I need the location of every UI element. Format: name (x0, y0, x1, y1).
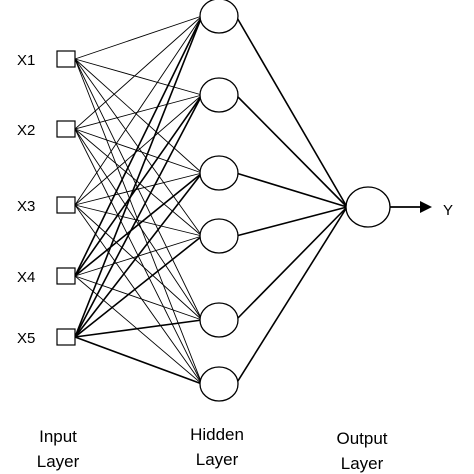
input-layer-label-line2: Layer (37, 452, 80, 471)
edge-input-2-hidden-1 (74, 15, 203, 130)
edge-input-1-hidden-2 (74, 58, 203, 96)
edge-input-5-hidden-1 (74, 15, 203, 338)
output-arrow-head (420, 201, 432, 213)
output-layer-label-line1: Output (336, 429, 387, 448)
hidden-layer-label-line2: Layer (196, 450, 239, 469)
output-layer-nodes (345, 186, 391, 228)
edge-input-4-hidden-2 (74, 94, 203, 277)
hidden-neuron-4 (199, 218, 239, 254)
input-label-x5: X5 (17, 330, 35, 347)
output-label: Y (443, 202, 453, 219)
edge-input-1-hidden-5 (74, 58, 203, 321)
edge-input-2-hidden-6 (74, 128, 203, 385)
edge-input-3-hidden-5 (74, 204, 203, 321)
edge-input-4-hidden-3 (74, 172, 203, 277)
edge-input-5-hidden-2 (74, 94, 203, 338)
input-label-x3: X3 (17, 198, 35, 215)
input-label-x2: X2 (17, 122, 35, 139)
edge-input-5-hidden-4 (74, 235, 203, 338)
hidden-neuron-5 (199, 302, 239, 338)
hidden-neuron-3 (199, 155, 239, 191)
input-layer-label-line1: Input (39, 427, 77, 446)
edge-input-1-hidden-3 (74, 58, 203, 174)
edge-hidden-1-output (235, 15, 348, 208)
input-label-x1: X1 (17, 52, 35, 69)
output-neuron (345, 186, 391, 228)
edge-input-2-hidden-2 (74, 94, 203, 130)
output-arrow (390, 201, 432, 213)
edge-input-1-hidden-6 (74, 58, 203, 385)
input-node-x1 (56, 50, 76, 68)
edge-hidden-6-output (235, 206, 348, 385)
input-node-x4 (56, 267, 76, 285)
hidden-output-connections (235, 15, 348, 385)
edge-input-3-hidden-4 (74, 204, 203, 237)
edge-input-5-hidden-5 (74, 319, 203, 338)
edge-input-2-hidden-4 (74, 128, 203, 237)
input-node-x5 (56, 328, 76, 346)
edge-input-4-hidden-6 (74, 275, 203, 385)
edge-input-1-hidden-1 (74, 15, 203, 60)
hidden-neuron-1 (199, 0, 239, 34)
hidden-layer-nodes (199, 0, 239, 402)
edge-hidden-3-output (235, 172, 348, 208)
edge-input-3-hidden-6 (74, 204, 203, 385)
edge-input-3-hidden-2 (74, 94, 203, 206)
edge-input-4-hidden-1 (74, 15, 203, 277)
edge-hidden-2-output (235, 94, 348, 208)
input-node-x2 (56, 120, 76, 138)
hidden-layer-label-line1: Hidden (190, 425, 244, 444)
edge-hidden-4-output (235, 206, 348, 237)
edge-hidden-5-output (235, 206, 348, 321)
edge-input-3-hidden-1 (74, 15, 203, 206)
hidden-neuron-6 (199, 366, 239, 402)
input-hidden-connections (74, 15, 203, 385)
hidden-neuron-2 (199, 77, 239, 113)
edge-input-3-hidden-3 (74, 172, 203, 206)
edge-input-5-hidden-3 (74, 172, 203, 338)
input-label-x4: X4 (17, 269, 35, 286)
output-layer-label-line2: Layer (341, 454, 384, 473)
edge-input-5-hidden-6 (74, 336, 203, 385)
edge-input-2-hidden-3 (74, 128, 203, 174)
input-node-x3 (56, 196, 76, 214)
